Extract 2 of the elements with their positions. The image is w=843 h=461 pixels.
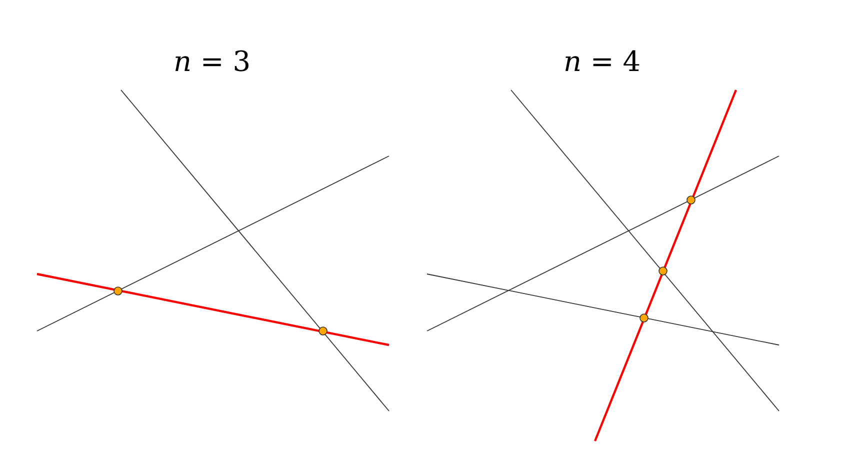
panel-title: n = 3 <box>173 47 251 78</box>
panel-title: n = 4 <box>563 47 641 78</box>
